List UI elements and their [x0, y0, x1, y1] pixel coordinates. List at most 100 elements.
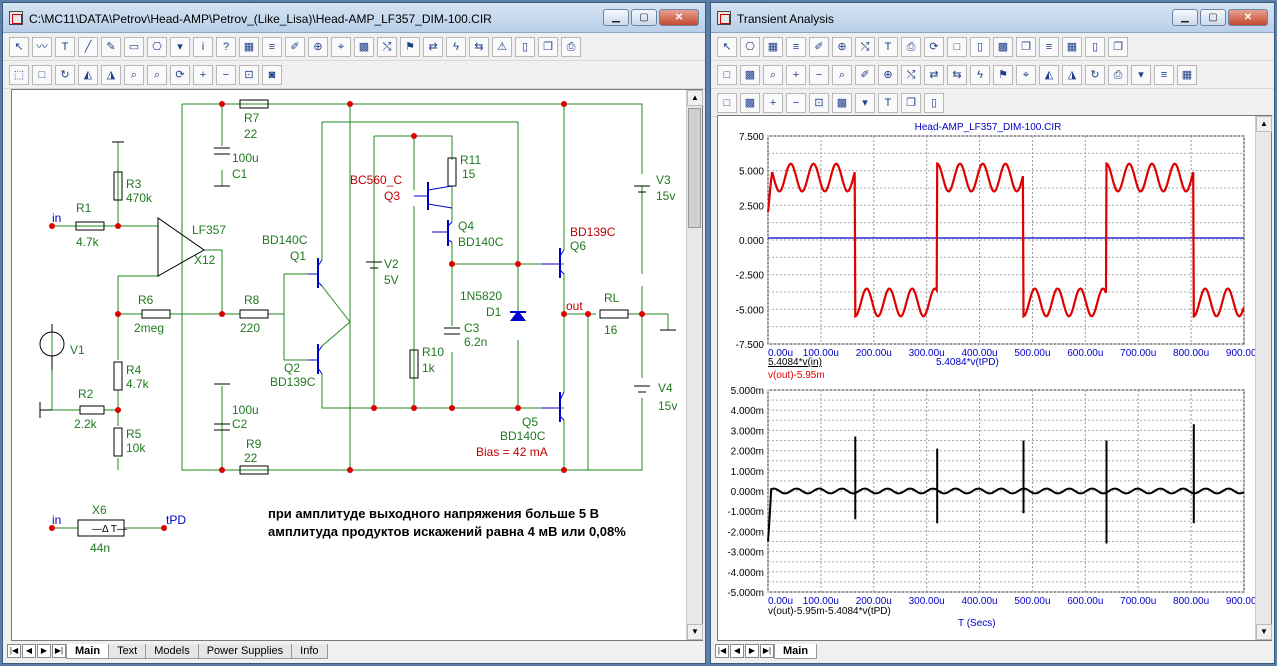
page-icon[interactable]: ▯	[924, 92, 944, 113]
schematic-titlebar[interactable]: C:\MC11\DATA\Petrov\Head-AMP\Petrov_(Lik…	[3, 3, 705, 33]
tab-first-icon[interactable]: |◀	[7, 644, 21, 658]
edit-icon[interactable]: ✐	[809, 36, 829, 57]
rotate-icon[interactable]: ↻	[55, 64, 75, 85]
mirror-icon[interactable]: ◭	[1039, 64, 1059, 85]
table-icon[interactable]: ▦	[1062, 36, 1082, 57]
copy-icon[interactable]: ❐	[1016, 36, 1036, 57]
zoom-out-icon[interactable]: −	[809, 64, 829, 85]
bus-icon[interactable]: ▭	[124, 36, 144, 57]
print-icon[interactable]: ⎙	[1108, 64, 1128, 85]
tab-prev-icon[interactable]: ◀	[730, 644, 744, 658]
print-icon[interactable]: ⎙	[901, 36, 921, 57]
mirror-icon[interactable]: ◭	[78, 64, 98, 85]
table-icon[interactable]: ▦	[239, 36, 259, 57]
grid-icon[interactable]: ▩	[740, 64, 760, 85]
grid-icon[interactable]: ▩	[993, 36, 1013, 57]
close-button[interactable]: ✕	[1228, 9, 1268, 26]
camera-icon[interactable]: ◙	[262, 64, 282, 85]
line-icon[interactable]: ╱	[78, 36, 98, 57]
minimize-button[interactable]: ▁	[603, 9, 629, 26]
grid-icon[interactable]: ▩	[740, 92, 760, 113]
print-icon[interactable]: ⎙	[561, 36, 581, 57]
edit-icon[interactable]: ✐	[285, 36, 305, 57]
dropdown-icon[interactable]: ▾	[855, 92, 875, 113]
zoom-in-icon[interactable]: +	[763, 92, 783, 113]
plot-vscroll[interactable]: ▲ ▼	[1255, 116, 1272, 640]
rotate-icon[interactable]: ↻	[1085, 64, 1105, 85]
maximize-button[interactable]: ▢	[631, 9, 657, 26]
box-icon[interactable]: □	[32, 64, 52, 85]
flip-icon[interactable]: ◮	[101, 64, 121, 85]
dropdown-icon[interactable]: ▾	[1131, 64, 1151, 85]
zoom-find-icon[interactable]: ⌕	[147, 64, 167, 85]
schematic-vscroll[interactable]: ▲ ▼	[686, 90, 703, 640]
pin-icon[interactable]: ⌖	[1016, 64, 1036, 85]
list-icon[interactable]: ≡	[786, 36, 806, 57]
node-icon[interactable]: ⊕	[308, 36, 328, 57]
wire-icon[interactable]: 〰	[32, 36, 52, 57]
component-icon[interactable]: ⎔	[147, 36, 167, 57]
close-button[interactable]: ✕	[659, 9, 699, 26]
lightning-icon[interactable]: ϟ	[970, 64, 990, 85]
text-icon[interactable]: T	[878, 36, 898, 57]
zoom-in-icon[interactable]: +	[786, 64, 806, 85]
find-icon[interactable]: ⌕	[832, 64, 852, 85]
copy-icon[interactable]: ❐	[901, 92, 921, 113]
tab-models[interactable]: Models	[145, 643, 199, 659]
scroll-up-icon[interactable]: ▲	[1256, 116, 1272, 132]
zoom-fit-icon[interactable]: ⊡	[239, 64, 259, 85]
table-icon[interactable]: ▦	[1177, 64, 1197, 85]
tab-last-icon[interactable]: ▶|	[760, 644, 774, 658]
lightning-icon[interactable]: ϟ	[446, 36, 466, 57]
node-icon[interactable]: ⊕	[832, 36, 852, 57]
page-icon[interactable]: ▯	[970, 36, 990, 57]
grid-icon[interactable]: ▩	[832, 92, 852, 113]
text-icon[interactable]: T	[55, 36, 75, 57]
box-icon[interactable]: □	[717, 64, 737, 85]
tab-last-icon[interactable]: ▶|	[52, 644, 66, 658]
list-icon[interactable]: ≡	[1039, 36, 1059, 57]
refresh-icon[interactable]: ⟳	[924, 36, 944, 57]
scroll-thumb[interactable]	[688, 108, 701, 228]
tab-main[interactable]: Main	[66, 643, 110, 659]
list-icon[interactable]: ≡	[262, 36, 282, 57]
tab-first-icon[interactable]: |◀	[715, 644, 729, 658]
arrows-icon[interactable]: ⇄	[423, 36, 443, 57]
pin-icon[interactable]: ⌖	[331, 36, 351, 57]
node-icon[interactable]: ⊕	[878, 64, 898, 85]
refresh-icon[interactable]: ⟳	[170, 64, 190, 85]
box-icon[interactable]: □	[717, 92, 737, 113]
zoom-fit-icon[interactable]: ⊡	[809, 92, 829, 113]
scroll-down-icon[interactable]: ▼	[687, 624, 703, 640]
transient-titlebar[interactable]: Transient Analysis ▁ ▢ ✕	[711, 3, 1274, 33]
dropdown-icon[interactable]: ▾	[170, 36, 190, 57]
warning-icon[interactable]: ⚠	[492, 36, 512, 57]
text-icon[interactable]: T	[878, 92, 898, 113]
list-icon[interactable]: ≡	[1154, 64, 1174, 85]
scroll-down-icon[interactable]: ▼	[1256, 624, 1272, 640]
pointer-icon[interactable]: ↖	[9, 36, 29, 57]
component-icon[interactable]: ⎔	[740, 36, 760, 57]
zoom-find-icon[interactable]: ⌕	[763, 64, 783, 85]
scroll-up-icon[interactable]: ▲	[687, 90, 703, 106]
swap-icon[interactable]: ⇆	[469, 36, 489, 57]
find-icon[interactable]: ⌕	[124, 64, 144, 85]
probe-icon[interactable]: ⤭	[901, 64, 921, 85]
info-icon[interactable]: i	[193, 36, 213, 57]
copy-icon[interactable]: ❐	[1108, 36, 1128, 57]
probe-icon[interactable]: ⤭	[377, 36, 397, 57]
zoom-out-icon[interactable]: −	[786, 92, 806, 113]
copy-icon[interactable]: ❐	[538, 36, 558, 57]
page-icon[interactable]: ▯	[515, 36, 535, 57]
grid-icon[interactable]: ▩	[354, 36, 374, 57]
help-icon[interactable]: ?	[216, 36, 236, 57]
zoom-in-icon[interactable]: +	[193, 64, 213, 85]
select-icon[interactable]: ⬚	[9, 64, 29, 85]
probe-icon[interactable]: ⤭	[855, 36, 875, 57]
minimize-button[interactable]: ▁	[1172, 9, 1198, 26]
edit-icon[interactable]: ✐	[855, 64, 875, 85]
page-icon[interactable]: ▯	[1085, 36, 1105, 57]
pencil-icon[interactable]: ✎	[101, 36, 121, 57]
tab-next-icon[interactable]: ▶	[745, 644, 759, 658]
